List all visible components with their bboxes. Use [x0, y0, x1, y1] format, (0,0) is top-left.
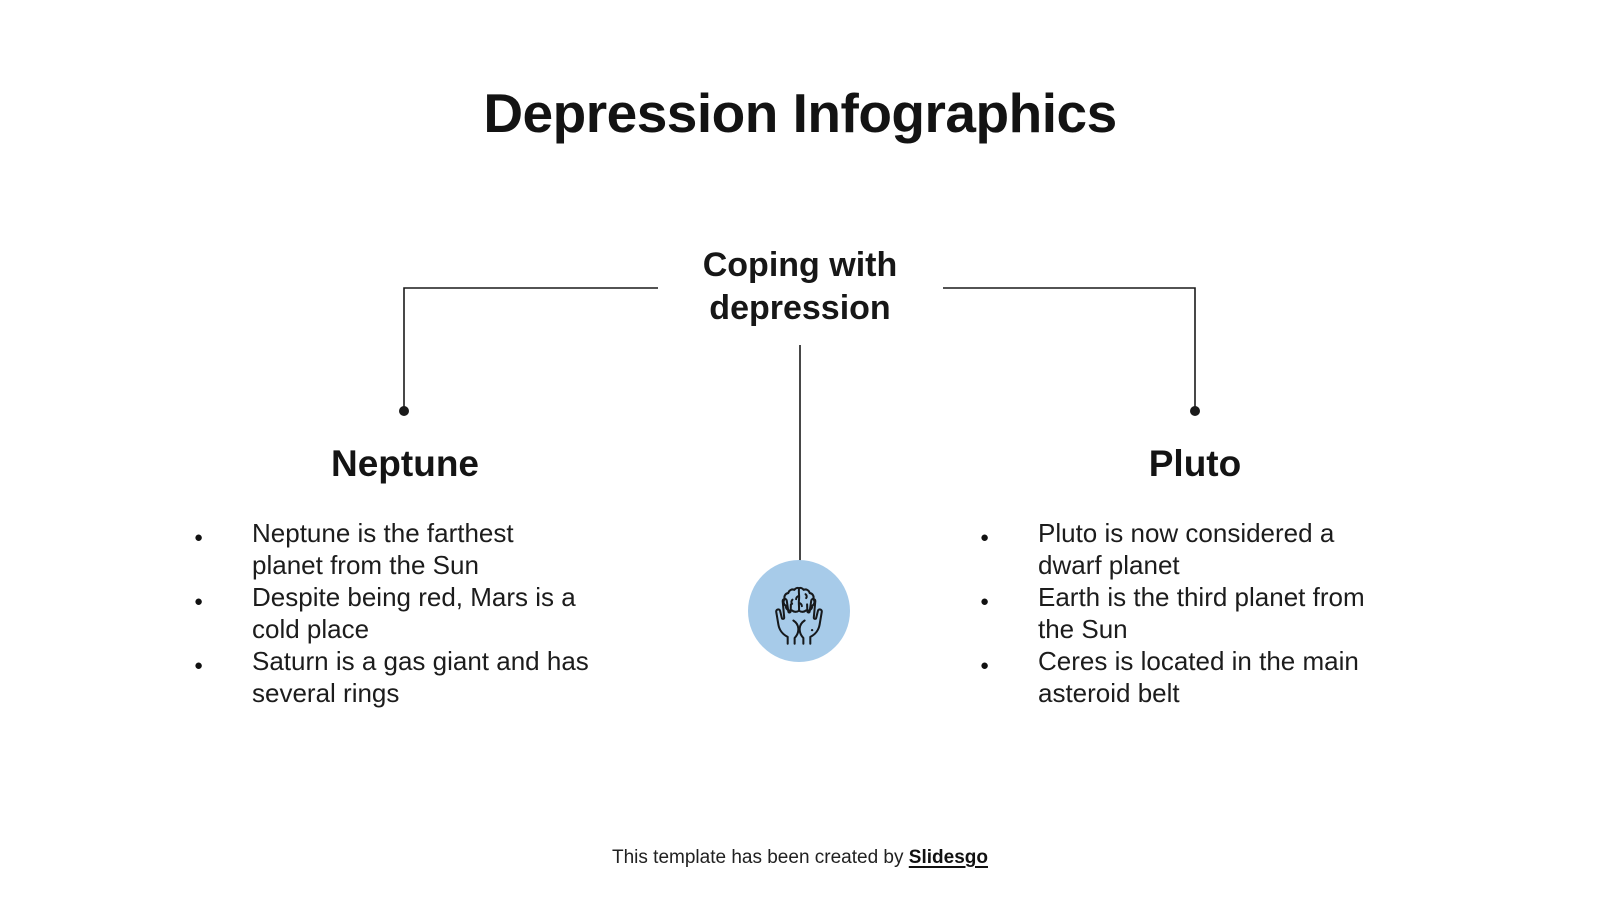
bullet-dot-icon: ● [194, 657, 204, 674]
bullet-text: Saturn is a gas giant and has several ri… [252, 646, 589, 708]
bullet-text: Despite being red, Mars is a cold place [252, 582, 576, 644]
bullet-text: Pluto is now considered a dwarf planet [1038, 518, 1335, 580]
branch-heading-neptune: Neptune [331, 443, 479, 484]
pluto-bullet-list: ●Pluto is now considered a dwarf planet●… [980, 517, 1365, 709]
bullet-dot-icon: ● [980, 593, 990, 610]
connector-left-endpoint-dot [399, 406, 409, 416]
bullet-text: Neptune is the farthest planet from the … [252, 518, 514, 580]
bullet-item: ● Despite being red, Mars is a cold place [194, 581, 589, 645]
branch-heading-pluto: Pluto [1148, 443, 1242, 484]
slide-title: Depression Infographics [483, 82, 1117, 144]
hands-holding-brain-circle [748, 560, 850, 662]
bullet-text: Earth is the third planet from the Sun [1038, 582, 1365, 644]
bullet-item: ● Pluto is now considered a dwarf planet [980, 517, 1365, 581]
slidesgo-link[interactable]: Slidesgo [908, 847, 988, 868]
hands-holding-brain-icon [775, 586, 823, 645]
bullet-item: ● Ceres is located in the main asteroid b… [980, 645, 1365, 709]
bullet-text: Ceres is located in the main asteroid be… [1038, 646, 1359, 708]
bullet-item: ● Neptune is the farthest planet from the… [194, 517, 589, 581]
credit-text: This template has been created by [612, 847, 909, 868]
bullet-dot-icon: ● [194, 529, 204, 546]
neptune-bullet-list: ● Neptune is the farthest planet from the… [194, 517, 589, 709]
footer-credit: This template has been created by Slides… [0, 847, 1600, 869]
bullet-dot-icon: ● [980, 529, 990, 546]
bullet-dot-icon: ● [194, 593, 204, 610]
bullet-dot-icon: ● [980, 657, 990, 674]
root-node-label: Coping with depression [702, 246, 898, 327]
bullet-item: ● Saturn is a gas giant and has several r… [194, 645, 589, 709]
connector-right-endpoint-dot [1190, 406, 1200, 416]
left-hand [775, 597, 800, 645]
right-hand [798, 597, 823, 645]
bullet-item: ● Earth is the third planet from the Sun [980, 581, 1365, 645]
